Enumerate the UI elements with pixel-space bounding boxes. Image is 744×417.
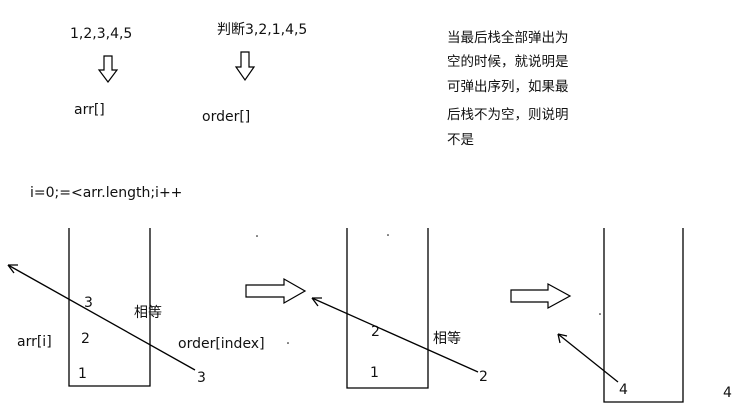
- right-arrow-1: [245, 277, 307, 305]
- down-arrow-judge: [234, 51, 256, 82]
- order-value-1: 3: [197, 370, 206, 386]
- note-line-2: 空的时候，就说明是: [447, 54, 569, 70]
- order-value-2: 2: [479, 369, 488, 385]
- equal-label-1: 相等: [134, 304, 162, 321]
- stage-3: 4 4: [557, 228, 732, 403]
- order-index-label: order[index]: [178, 336, 265, 352]
- note-line-3: 可弹出序列，如果最: [447, 79, 569, 95]
- speck: [287, 342, 289, 344]
- pop-line-2: [311, 297, 479, 373]
- pop-arrowhead-1: [7, 264, 18, 274]
- note-line-4: 后栈不为空，则说明: [447, 107, 569, 123]
- arr-i-label: arr[i]: [17, 334, 52, 350]
- stack-2-container: [346, 228, 429, 389]
- pop-line-1: [7, 264, 196, 371]
- loop-condition: i=0;=<arr.length;i++: [30, 185, 182, 201]
- input-sequence: 1,2,3,4,5: [70, 26, 132, 42]
- note-line-1: 当最后栈全部弹出为: [447, 29, 569, 46]
- remaining-value: 4: [723, 385, 732, 401]
- order-array-label: order[]: [202, 109, 250, 125]
- down-arrow-input: [97, 55, 119, 83]
- pop-arrowhead-3: [557, 333, 568, 344]
- stack-1-item-3: 3: [84, 295, 93, 311]
- pop-line-3: [557, 333, 619, 383]
- pop-arrowhead-2: [311, 297, 322, 307]
- stack-1-container: [68, 228, 151, 387]
- stack-3-item-1: 4: [619, 382, 628, 398]
- arr-array-label: arr[]: [74, 102, 105, 118]
- stack-3-container: [603, 228, 684, 403]
- explanation-note: 当最后栈全部弹出为 空的时候，就说明是 可弹出序列，如果最 后栈不为空，则说明 …: [447, 29, 569, 148]
- speck: [256, 235, 258, 237]
- speck: [599, 313, 601, 315]
- note-line-5: 不是: [447, 132, 474, 148]
- stack-2-item-1: 1: [370, 365, 379, 381]
- judge-label: 判断3,2,1,4,5: [217, 22, 307, 38]
- stage-2: 1 2 相等 2: [311, 228, 488, 389]
- equal-label-2: 相等: [433, 330, 461, 347]
- stack-2-item-2: 2: [371, 324, 380, 340]
- stack-1-item-2: 2: [81, 331, 90, 347]
- speck: [387, 234, 389, 236]
- stage-1: 1 2 3 arr[i] 相等 order[index] 3: [7, 228, 289, 387]
- stack-1-item-1: 1: [78, 366, 87, 382]
- right-arrow-2: [510, 282, 572, 310]
